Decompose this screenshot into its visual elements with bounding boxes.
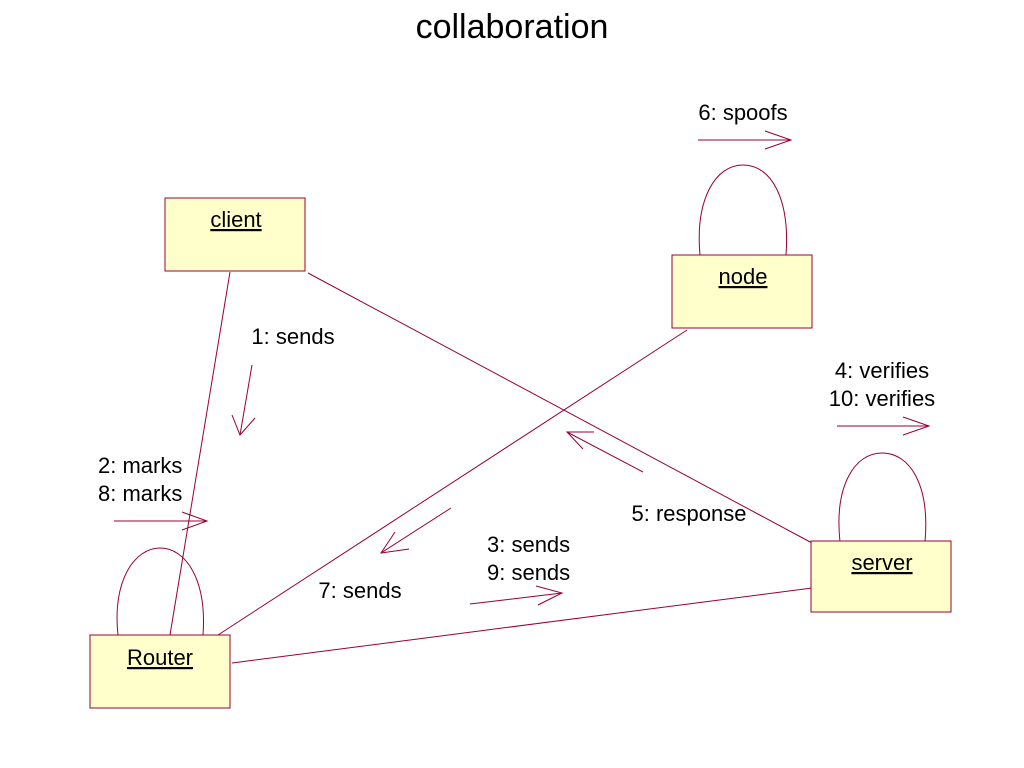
link-client-router	[169, 271, 231, 636]
self-loop-router	[116, 547, 204, 636]
message-label-6: 6: spoofs	[698, 100, 787, 125]
message-label-2: 2: marks	[98, 453, 182, 478]
arrow-m2	[114, 511, 209, 531]
object-node-label: node	[719, 264, 768, 289]
object-client-label: client	[210, 207, 261, 232]
arrow-m1	[231, 364, 256, 436]
message-label-10: 10: verifies	[829, 386, 935, 411]
arrow-m7	[379, 507, 452, 554]
message-label-9: 9: sends	[487, 560, 570, 585]
self-loop-server	[838, 452, 927, 543]
diagram-title: collaboration	[415, 8, 609, 46]
link-router-server	[231, 587, 813, 664]
object-router[interactable]: Router	[89, 634, 231, 709]
arrow-m3	[469, 585, 564, 606]
message-label-7: 7: sends	[318, 578, 401, 603]
message-label-4: 4: verifies	[835, 358, 929, 383]
message-label-8: 8: marks	[98, 481, 182, 506]
self-loop-node	[698, 164, 788, 256]
link-client-server	[307, 272, 813, 544]
object-node[interactable]: node	[671, 254, 813, 329]
object-server-label: server	[851, 550, 912, 575]
arrow-m6	[698, 130, 793, 150]
message-label-5: 5: response	[632, 501, 747, 526]
object-client[interactable]: client	[164, 197, 306, 272]
message-label-3: 3: sends	[487, 532, 570, 557]
object-router-label: Router	[127, 645, 193, 670]
arrow-m4	[837, 416, 931, 436]
link-node-router	[217, 329, 688, 636]
arrow-m5	[565, 431, 644, 473]
object-server[interactable]: server	[810, 540, 952, 613]
message-label-1: 1: sends	[251, 324, 334, 349]
